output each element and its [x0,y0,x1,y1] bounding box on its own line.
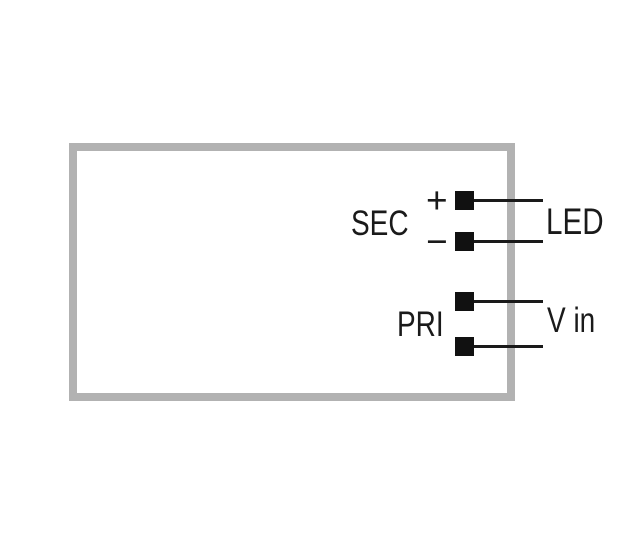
terminal-pri-bottom [455,337,474,356]
sec-label: SEC [351,204,409,243]
wire-sec-minus [470,240,543,243]
vin-label: V in [547,301,596,340]
terminal-sec-minus [455,232,474,251]
led-label: LED [546,201,604,242]
plus-sign: + [426,180,448,221]
device-outline-box [69,143,515,401]
terminal-pri-top [455,292,474,311]
wire-sec-plus [470,199,543,202]
pri-label: PRI [397,305,444,344]
wire-pri-bottom [470,345,543,348]
wire-pri-top [470,300,543,303]
minus-sign: − [426,221,448,262]
terminal-sec-plus [455,191,474,210]
